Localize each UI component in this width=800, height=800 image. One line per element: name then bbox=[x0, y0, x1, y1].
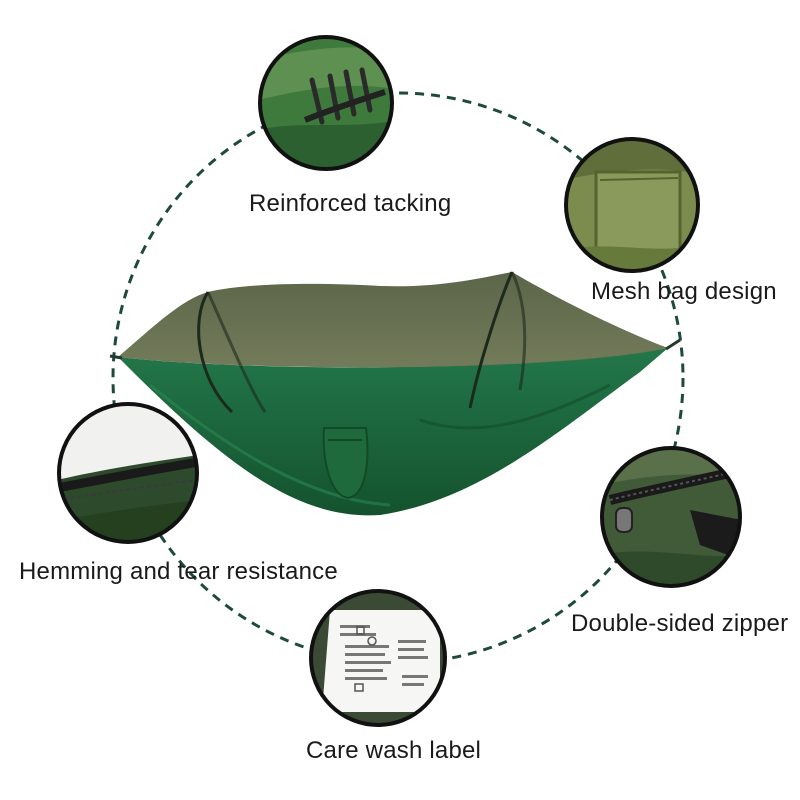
feature-label-hemming: Hemming and tear resistance bbox=[19, 558, 338, 585]
hemming-detail-photo bbox=[57, 402, 199, 544]
care-label-detail-photo bbox=[309, 589, 447, 727]
hammock-photo bbox=[109, 271, 681, 516]
feature-label-care-label: Care wash label bbox=[306, 737, 482, 764]
feature-label-zipper: Double-sided zipper bbox=[571, 610, 789, 637]
mesh-bag-detail-photo bbox=[564, 137, 700, 273]
dashed-ring bbox=[111, 91, 685, 665]
reinforced-tacking-detail-photo bbox=[258, 35, 394, 171]
feature-label-reinforced-tacking: Reinforced tacking bbox=[249, 190, 452, 217]
zipper-detail-photo bbox=[600, 446, 742, 588]
feature-label-mesh-bag: Mesh bag design bbox=[591, 278, 777, 305]
